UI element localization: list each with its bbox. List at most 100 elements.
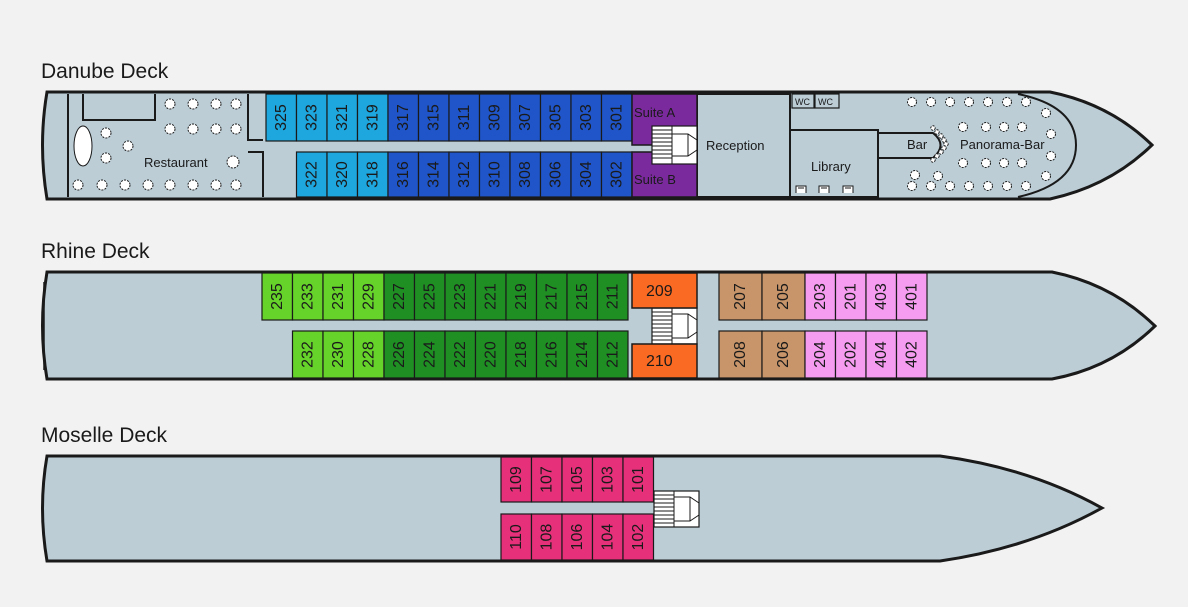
panorama-bar-label: Panorama-Bar	[960, 137, 1045, 152]
cabin-403[interactable]	[865, 272, 898, 321]
cabin-304[interactable]	[570, 151, 603, 198]
cabin-110[interactable]	[500, 513, 533, 561]
cabin-316-label: 316	[395, 161, 412, 188]
cabin-232[interactable]	[291, 330, 324, 379]
cabin-230[interactable]	[322, 330, 355, 379]
cabin-208[interactable]	[718, 330, 763, 379]
cabin-210-label: 210	[646, 353, 673, 370]
cabin-235[interactable]	[261, 272, 294, 321]
cabin-211[interactable]	[596, 272, 629, 321]
cabin-108[interactable]	[530, 513, 563, 561]
cabin-216[interactable]	[535, 330, 568, 379]
cabin-319-label: 319	[364, 104, 381, 131]
cabin-228-label: 228	[360, 341, 377, 368]
cabin-105[interactable]	[561, 456, 594, 503]
cabin-320-label: 320	[334, 161, 351, 188]
cabin-311[interactable]	[448, 93, 481, 142]
cabin-312-label: 312	[456, 161, 473, 188]
cabin-207[interactable]	[718, 272, 763, 321]
cabin-402[interactable]	[895, 330, 928, 379]
danube-furniture	[72, 97, 1056, 193]
cabin-205[interactable]	[761, 272, 806, 321]
suite-a-label: Suite A	[634, 105, 676, 120]
cabin-232-label: 232	[299, 341, 316, 368]
cabin-314-label: 314	[425, 161, 442, 188]
cabin-103[interactable]	[591, 456, 624, 503]
cabin-306-label: 306	[547, 161, 564, 188]
cabin-317[interactable]	[387, 93, 420, 142]
cabin-323-label: 323	[303, 104, 320, 131]
cabin-222-label: 222	[452, 341, 469, 368]
cabin-227[interactable]	[383, 272, 416, 321]
cabin-228[interactable]	[352, 330, 385, 379]
cabin-201-label: 201	[842, 283, 859, 310]
cabin-215[interactable]	[566, 272, 599, 321]
cabin-212-label: 212	[604, 341, 621, 368]
library-label: Library	[811, 159, 851, 174]
rhine-deck-title: Rhine Deck	[41, 240, 150, 263]
cabin-223-label: 223	[452, 283, 469, 310]
cabin-208-label: 208	[732, 341, 749, 368]
cabin-308-label: 308	[517, 161, 534, 188]
cabin-105-label: 105	[569, 466, 586, 493]
cabin-212[interactable]	[596, 330, 629, 379]
cabin-322[interactable]	[295, 151, 328, 198]
cabin-209[interactable]	[631, 272, 698, 309]
cabin-210[interactable]	[631, 343, 698, 379]
cabin-201[interactable]	[834, 272, 867, 321]
moselle-hull	[41, 454, 1106, 563]
cabin-205-label: 205	[775, 283, 792, 310]
cabin-102-label: 102	[630, 524, 647, 551]
cabin-321[interactable]	[326, 93, 359, 142]
cabin-401[interactable]	[895, 272, 928, 321]
cabin-221-label: 221	[482, 283, 499, 310]
cabin-219[interactable]	[505, 272, 538, 321]
suite-b-label: Suite B	[634, 172, 676, 187]
cabin-202[interactable]	[834, 330, 867, 379]
cabin-302[interactable]	[600, 151, 633, 198]
cabin-231[interactable]	[322, 272, 355, 321]
cabin-301[interactable]	[600, 93, 633, 142]
restaurant-label: Restaurant	[144, 155, 208, 170]
cabin-102[interactable]	[622, 513, 655, 561]
cabin-230-label: 230	[330, 341, 347, 368]
cabin-304-label: 304	[578, 161, 595, 188]
cabin-404-label: 404	[873, 341, 890, 368]
cabin-314[interactable]	[417, 151, 450, 198]
cabin-318-label: 318	[364, 161, 381, 188]
cabin-303[interactable]	[570, 93, 603, 142]
cabin-315[interactable]	[417, 93, 450, 142]
wc-1-label: WC	[795, 97, 810, 107]
cabin-302-label: 302	[608, 161, 625, 188]
cabin-101-label: 101	[630, 466, 647, 493]
rhine-staircase	[651, 307, 698, 345]
cabin-206[interactable]	[761, 330, 806, 379]
cabin-109-label: 109	[508, 466, 525, 493]
cabin-218-label: 218	[513, 341, 530, 368]
cabin-325[interactable]	[265, 93, 298, 142]
cabin-101[interactable]	[622, 456, 655, 503]
cabin-219-label: 219	[513, 283, 530, 310]
cabin-224[interactable]	[413, 330, 446, 379]
cabin-318[interactable]	[356, 151, 389, 198]
cabin-214[interactable]	[566, 330, 599, 379]
cabin-305[interactable]	[539, 93, 572, 142]
cabin-106-label: 106	[569, 524, 586, 551]
cabin-108-label: 108	[538, 524, 555, 551]
cabin-312[interactable]	[448, 151, 481, 198]
cabin-402-label: 402	[903, 341, 920, 368]
cabin-305-label: 305	[547, 104, 564, 131]
cabin-216-label: 216	[543, 341, 560, 368]
cabin-211-label: 211	[604, 284, 621, 310]
cabin-106[interactable]	[561, 513, 594, 561]
cabin-315-label: 315	[425, 104, 442, 131]
cabin-221[interactable]	[474, 272, 507, 321]
cabin-223[interactable]	[444, 272, 477, 321]
cabin-109[interactable]	[500, 456, 533, 503]
cabin-104-label: 104	[599, 524, 616, 551]
cabin-104[interactable]	[591, 513, 624, 561]
cabin-107[interactable]	[530, 456, 563, 503]
cabin-226[interactable]	[383, 330, 416, 379]
cabin-220-label: 220	[482, 341, 499, 368]
